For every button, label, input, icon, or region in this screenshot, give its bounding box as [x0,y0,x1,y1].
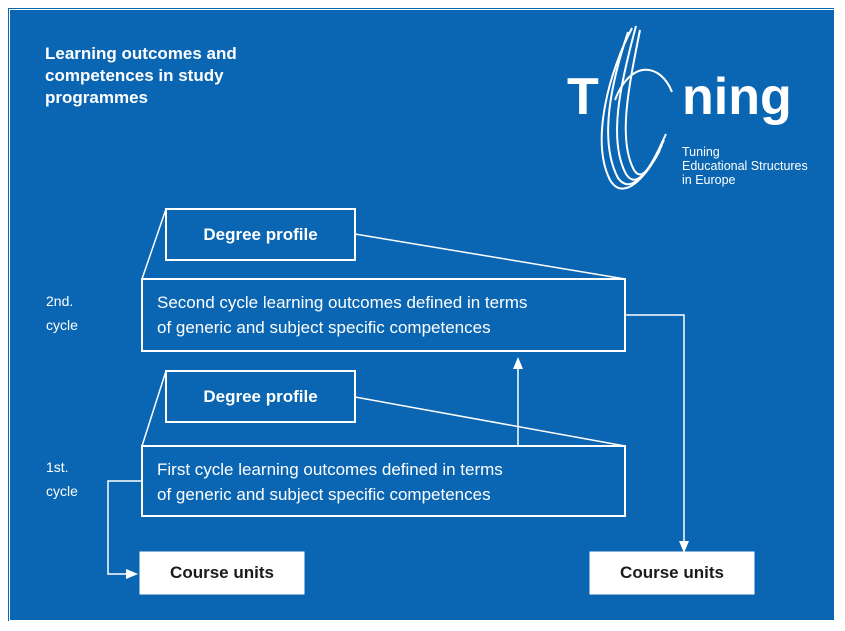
cycle-label-2-line2: cycle [46,317,78,333]
outcomes-1: First cycle learning outcomes defined in… [143,447,624,515]
right-arrow-head [126,569,138,579]
logo-subtitle-line1: Tuning [682,145,720,159]
down-arrow-head [679,541,689,553]
cycle-label-2: 2nd. cycle [46,289,78,337]
course-units-left: Course units [140,552,304,594]
logo-subtitle-line2: Educational Structures [682,159,808,173]
outcomes-2-line2: of generic and subject specific competen… [157,318,491,337]
cycle-label-2-line1: 2nd. [46,293,74,309]
course-units-left-box [139,551,305,595]
logo-letter-t: T [567,68,599,126]
degree-profile-2-label: Degree profile [203,224,318,244]
course-units-left-label: Course units [170,563,274,582]
course-units-right: Course units [590,552,754,594]
tuning-logo-mark [600,25,673,190]
outcomes-1-line2: of generic and subject specific competen… [157,485,491,504]
outcomes-2-line1: Second cycle learning outcomes defined i… [157,293,528,312]
degree-profile-1-border [165,370,356,423]
logo-subtitle: Tuning Educational Structures in Europe [682,145,808,187]
cycle-label-1-line2: cycle [46,483,78,499]
degree-profile-1: Degree profile [167,372,354,421]
outer-border [9,9,835,621]
degree-profile-2: Degree profile [167,210,354,259]
logo-word-ning: ning [682,68,792,126]
logo-subtitle-line3: in Europe [682,173,736,187]
degree-profile-1-label: Degree profile [203,386,318,406]
outcomes-2: Second cycle learning outcomes defined i… [143,280,624,350]
outcomes-1-line1: First cycle learning outcomes defined in… [157,460,503,479]
up-arrow-head [513,357,523,369]
cycle-label-1: 1st. cycle [46,455,78,503]
course-units-right-label: Course units [620,563,724,582]
course-units-right-box [589,551,755,595]
diagram-panel [8,8,834,621]
cycle-label-1-line1: 1st. [46,459,69,475]
page-title: Learning outcomes and competences in stu… [45,44,237,107]
